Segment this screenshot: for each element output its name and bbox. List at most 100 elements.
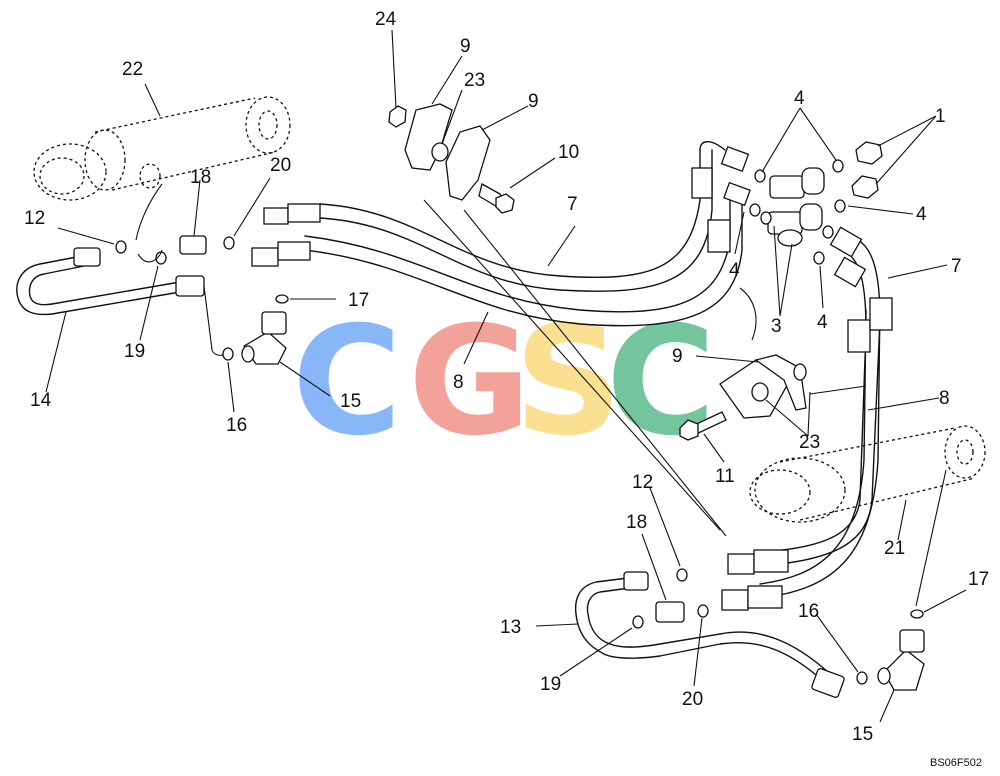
callout-17-b: 17 [968, 569, 989, 590]
hose-crimp-right-b [707, 219, 731, 253]
hose-assembly-lower [721, 226, 893, 611]
callout-20-a: 20 [270, 155, 291, 176]
hose-crimp-upper-a [287, 203, 321, 223]
callout-13: 13 [500, 617, 521, 638]
callout-20-b: 20 [682, 689, 703, 710]
watermark-letter-g: G [408, 295, 531, 469]
hose-fitting-lower-d [721, 589, 749, 611]
callout-4-b: 4 [916, 204, 927, 225]
hose-crimp-lower-b [869, 297, 893, 331]
callout-7-a: 7 [567, 194, 578, 215]
hose-crimp-lower-c [753, 549, 789, 573]
tube-fitting-14-upper [73, 247, 101, 267]
callout-19-b: 19 [540, 674, 561, 695]
callout-8-b: 8 [939, 388, 950, 409]
hose-fitting-lower-b [833, 256, 867, 288]
callout-1: 1 [935, 106, 946, 127]
callout-10: 10 [558, 142, 579, 163]
nut-a [855, 141, 883, 165]
washer-23-lower-b [793, 363, 807, 381]
o-ring-19-lower [632, 615, 644, 629]
washer-23-upper [431, 142, 449, 162]
nut-24 [388, 105, 407, 128]
hose-fitting-lower-a [829, 226, 863, 258]
nut-b [851, 175, 879, 199]
o-ring-12-upper [115, 240, 127, 254]
hose-fitting-upper-b [251, 247, 279, 267]
hydraulic-cylinder-upper [33, 96, 291, 201]
callout-14: 14 [30, 390, 52, 411]
tube-fitting-13-lower [811, 668, 845, 698]
callout-16-a: 16 [226, 415, 247, 436]
callout-23-b: 23 [799, 432, 820, 453]
clamp-upper-b [445, 125, 491, 201]
o-rings-valve [749, 159, 846, 265]
nuts [851, 141, 883, 199]
hydraulic-cylinder-lower [749, 425, 986, 523]
callout-9-a: 9 [460, 36, 471, 57]
callout-22: 22 [122, 59, 143, 80]
callout-15-a: 15 [340, 391, 361, 412]
drawing-code: BS06F502 [930, 757, 982, 769]
elbow-15-lower-top [899, 629, 925, 653]
callout-19-a: 19 [124, 341, 145, 362]
hose-elbow-b [723, 181, 751, 207]
callout-15-b: 15 [852, 724, 873, 745]
watermark: C G S C [292, 295, 716, 469]
clamps [388, 103, 807, 441]
clamp-lower-b [754, 354, 807, 411]
hose-crimp-lower-d [747, 585, 783, 609]
watermark-letter-c2: C [606, 295, 716, 469]
callout-9-c: 9 [672, 346, 683, 367]
o-ring-20-lower [697, 604, 709, 618]
washer-23-lower [751, 382, 769, 402]
tube-fitting-14-lower [175, 275, 205, 297]
callout-17-a: 17 [348, 290, 369, 311]
hose-crimp-right-a [691, 167, 713, 199]
o-ring-12-lower [676, 568, 688, 582]
bolt-11-head [679, 419, 699, 441]
callout-24: 24 [375, 9, 397, 30]
callout-8-a: 8 [453, 372, 464, 393]
valve-fitting-b-end [777, 229, 803, 247]
o-ring-16-upper [222, 347, 234, 361]
callout-4-d: 4 [817, 312, 828, 333]
adapter-18-upper [179, 235, 207, 255]
callout-18-a: 18 [190, 167, 211, 188]
callout-3: 3 [771, 316, 782, 337]
callout-4-c: 4 [729, 260, 740, 281]
callout-4-a: 4 [794, 88, 805, 109]
tube-fitting-13-upper [623, 571, 649, 591]
leader-lines [45, 29, 967, 723]
watermark-letter-s: S [514, 295, 622, 469]
callout-11: 11 [715, 466, 735, 487]
o-ring-17-lower [910, 609, 924, 619]
valve-fitting-b-cap [799, 203, 823, 231]
hose-fitting-lower-c [727, 553, 755, 575]
tube-assembly-right [574, 568, 925, 698]
hose-crimp-upper-b [277, 241, 311, 261]
o-ring-20-upper [223, 236, 235, 250]
callout-9-b: 9 [528, 91, 539, 112]
callout-18-b: 18 [626, 512, 647, 533]
o-ring-16-lower [856, 671, 868, 685]
elbow-15-lower [883, 649, 925, 691]
callout-12-a: 12 [24, 208, 45, 229]
callout-16-b: 16 [798, 601, 819, 622]
callout-7-b: 7 [951, 256, 962, 277]
adapter-18-lower [655, 601, 685, 623]
callout-23-a: 23 [464, 70, 485, 91]
callout-labels: 22 24 9 23 9 10 4 1 4 7 4 7 3 4 9 8 8 23… [24, 9, 989, 745]
elbow-15-upper-top [261, 311, 287, 335]
clamp-upper-a [404, 103, 453, 171]
bolt-10-head [495, 193, 515, 214]
valve-fittings [767, 167, 825, 247]
hose-crimp-lower-a [847, 319, 871, 353]
hose-fitting-upper-a [263, 207, 289, 225]
valve-fitting-a-cap [801, 167, 825, 195]
o-ring-17-upper [275, 294, 289, 304]
hose-assembly-upper [251, 141, 751, 327]
callout-12-b: 12 [632, 472, 653, 493]
